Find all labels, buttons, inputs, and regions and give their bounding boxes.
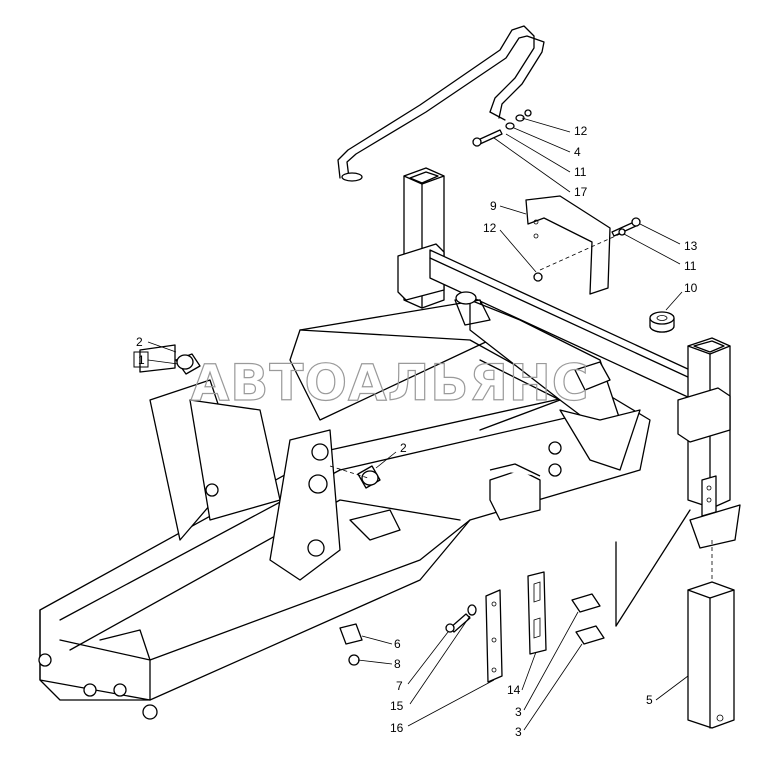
callout-3-lower: 3 xyxy=(515,643,583,739)
main-frame xyxy=(38,291,651,720)
callout-6: 6 xyxy=(361,635,401,651)
bolt-8 xyxy=(348,654,360,666)
callout-12-top: 12 xyxy=(521,117,588,138)
callout-10: 10 xyxy=(665,281,698,311)
callout-9: 9 xyxy=(490,199,527,215)
callout-label: 15 xyxy=(390,699,404,713)
callout-11-top: 11 xyxy=(505,133,587,179)
callout-12-mid: 12 xyxy=(483,221,537,273)
callout-label: 9 xyxy=(490,199,497,213)
bracket-9 xyxy=(525,195,621,295)
callout-label: 5 xyxy=(646,693,653,707)
callout-2-center: 2 xyxy=(375,441,407,469)
bushing-2-left xyxy=(175,353,201,375)
callout-label: 7 xyxy=(396,679,403,693)
watermark-text: АВТОАЛЬЯНС xyxy=(191,354,590,412)
nut-12 xyxy=(533,272,543,282)
callout-13: 13 xyxy=(639,223,698,253)
callout-17: 17 xyxy=(493,137,588,199)
callout-15: 15 xyxy=(390,615,471,713)
callout-label: 10 xyxy=(684,281,698,295)
callout-label: 4 xyxy=(574,145,581,159)
callout-label: 14 xyxy=(507,683,521,697)
callout-label: 3 xyxy=(515,705,522,719)
left-upright xyxy=(397,167,445,309)
insert-tube-5 xyxy=(687,540,735,729)
callout-4: 4 xyxy=(513,127,581,159)
callout-label: 11 xyxy=(574,165,587,179)
callout-label: 12 xyxy=(483,221,497,235)
bushing-2-center xyxy=(329,465,381,489)
callout-label: 3 xyxy=(515,725,522,739)
pad-3-upper xyxy=(571,593,601,613)
callout-label: 2 xyxy=(400,441,407,455)
callout-label: 1 xyxy=(138,353,145,367)
callout-label: 13 xyxy=(684,239,698,253)
handrail xyxy=(337,25,545,182)
pad-3-lower xyxy=(575,625,605,645)
pointer-line xyxy=(615,509,691,627)
callout-1: 1 xyxy=(133,351,179,368)
strip-14 xyxy=(527,571,547,655)
callout-label: 16 xyxy=(390,721,404,735)
bushing-10 xyxy=(649,311,675,333)
callout-2-left: 2 xyxy=(136,335,177,353)
callout-5: 5 xyxy=(646,675,689,707)
bolt-13 xyxy=(611,217,641,237)
callout-8: 8 xyxy=(357,657,401,671)
callout-7: 7 xyxy=(396,631,449,693)
callout-11-mid: 11 xyxy=(623,233,697,273)
callout-3-upper: 3 xyxy=(515,611,579,719)
handrail-fasteners xyxy=(472,109,532,147)
callout-label: 6 xyxy=(394,637,401,651)
callout-14: 14 xyxy=(507,651,537,697)
plate-6 xyxy=(339,623,363,645)
right-upright xyxy=(677,337,741,549)
callout-label: 11 xyxy=(684,259,697,273)
washer-15 xyxy=(467,604,477,616)
callout-label: 2 xyxy=(136,335,143,349)
bolt-7 xyxy=(445,613,471,633)
callout-label: 8 xyxy=(394,657,401,671)
callout-label: 12 xyxy=(574,124,588,138)
strip-16 xyxy=(485,589,503,683)
callout-label: 17 xyxy=(574,185,588,199)
callout-16: 16 xyxy=(390,679,495,735)
